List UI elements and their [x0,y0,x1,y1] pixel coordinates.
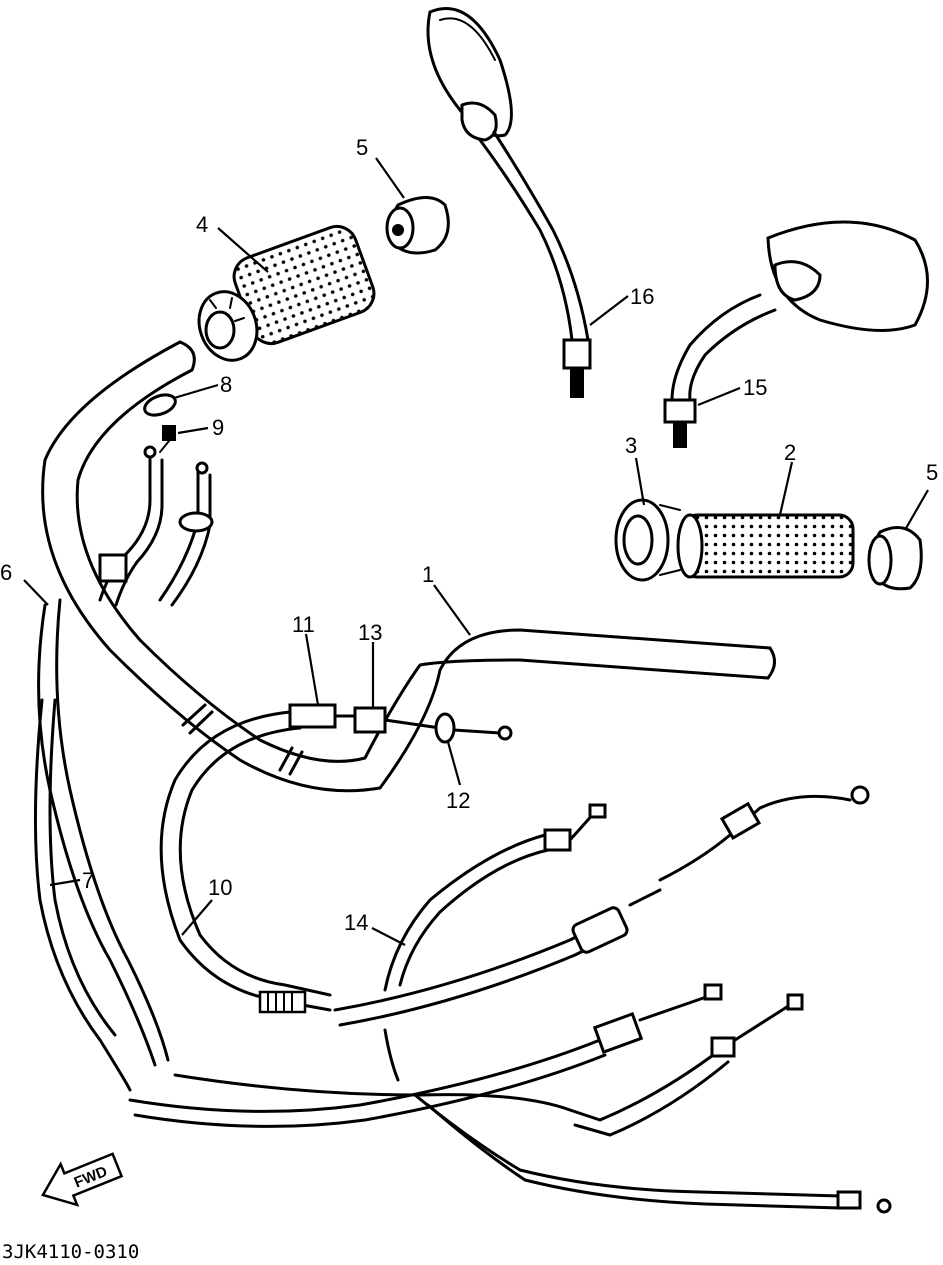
cable-6 [37,598,170,1067]
diagram-code: 3JK4110-0310 [2,1241,139,1263]
label-5-upper: 5 [356,135,368,160]
fwd-arrow: FWD [41,1152,124,1207]
label-14: 14 [344,910,368,935]
throttle-grip [676,513,855,579]
label-1: 1 [422,562,434,587]
label-7: 7 [82,868,94,893]
left-mirror [426,7,592,398]
label-10: 10 [208,875,232,900]
label-13: 13 [358,620,382,645]
switch-wires [98,445,214,607]
clamp-part [143,393,177,417]
label-5-right: 5 [926,460,938,485]
throttle-cables [128,785,892,1214]
handlebar [41,340,776,793]
label-8: 8 [220,372,232,397]
cable-7 [33,698,132,1092]
leader-lines [23,157,929,946]
label-12: 12 [446,788,470,813]
label-16: 16 [630,284,654,309]
grip-end-left [385,196,450,255]
label-15: 15 [743,375,767,400]
right-mirror [663,220,929,448]
screw-part [159,425,176,453]
grip-end-right [867,526,923,591]
part-labels: 5 4 16 15 8 9 3 2 5 6 1 11 13 12 7 10 14 [0,135,938,935]
label-3: 3 [625,433,637,458]
label-4: 4 [196,212,208,237]
label-9: 9 [212,415,224,440]
left-grip [197,224,376,362]
label-11: 11 [292,612,315,637]
label-2: 2 [784,440,796,465]
label-6: 6 [0,560,12,585]
throttle-collar [614,498,681,582]
clutch-cable [159,710,332,1014]
cable-adjuster [288,703,513,744]
